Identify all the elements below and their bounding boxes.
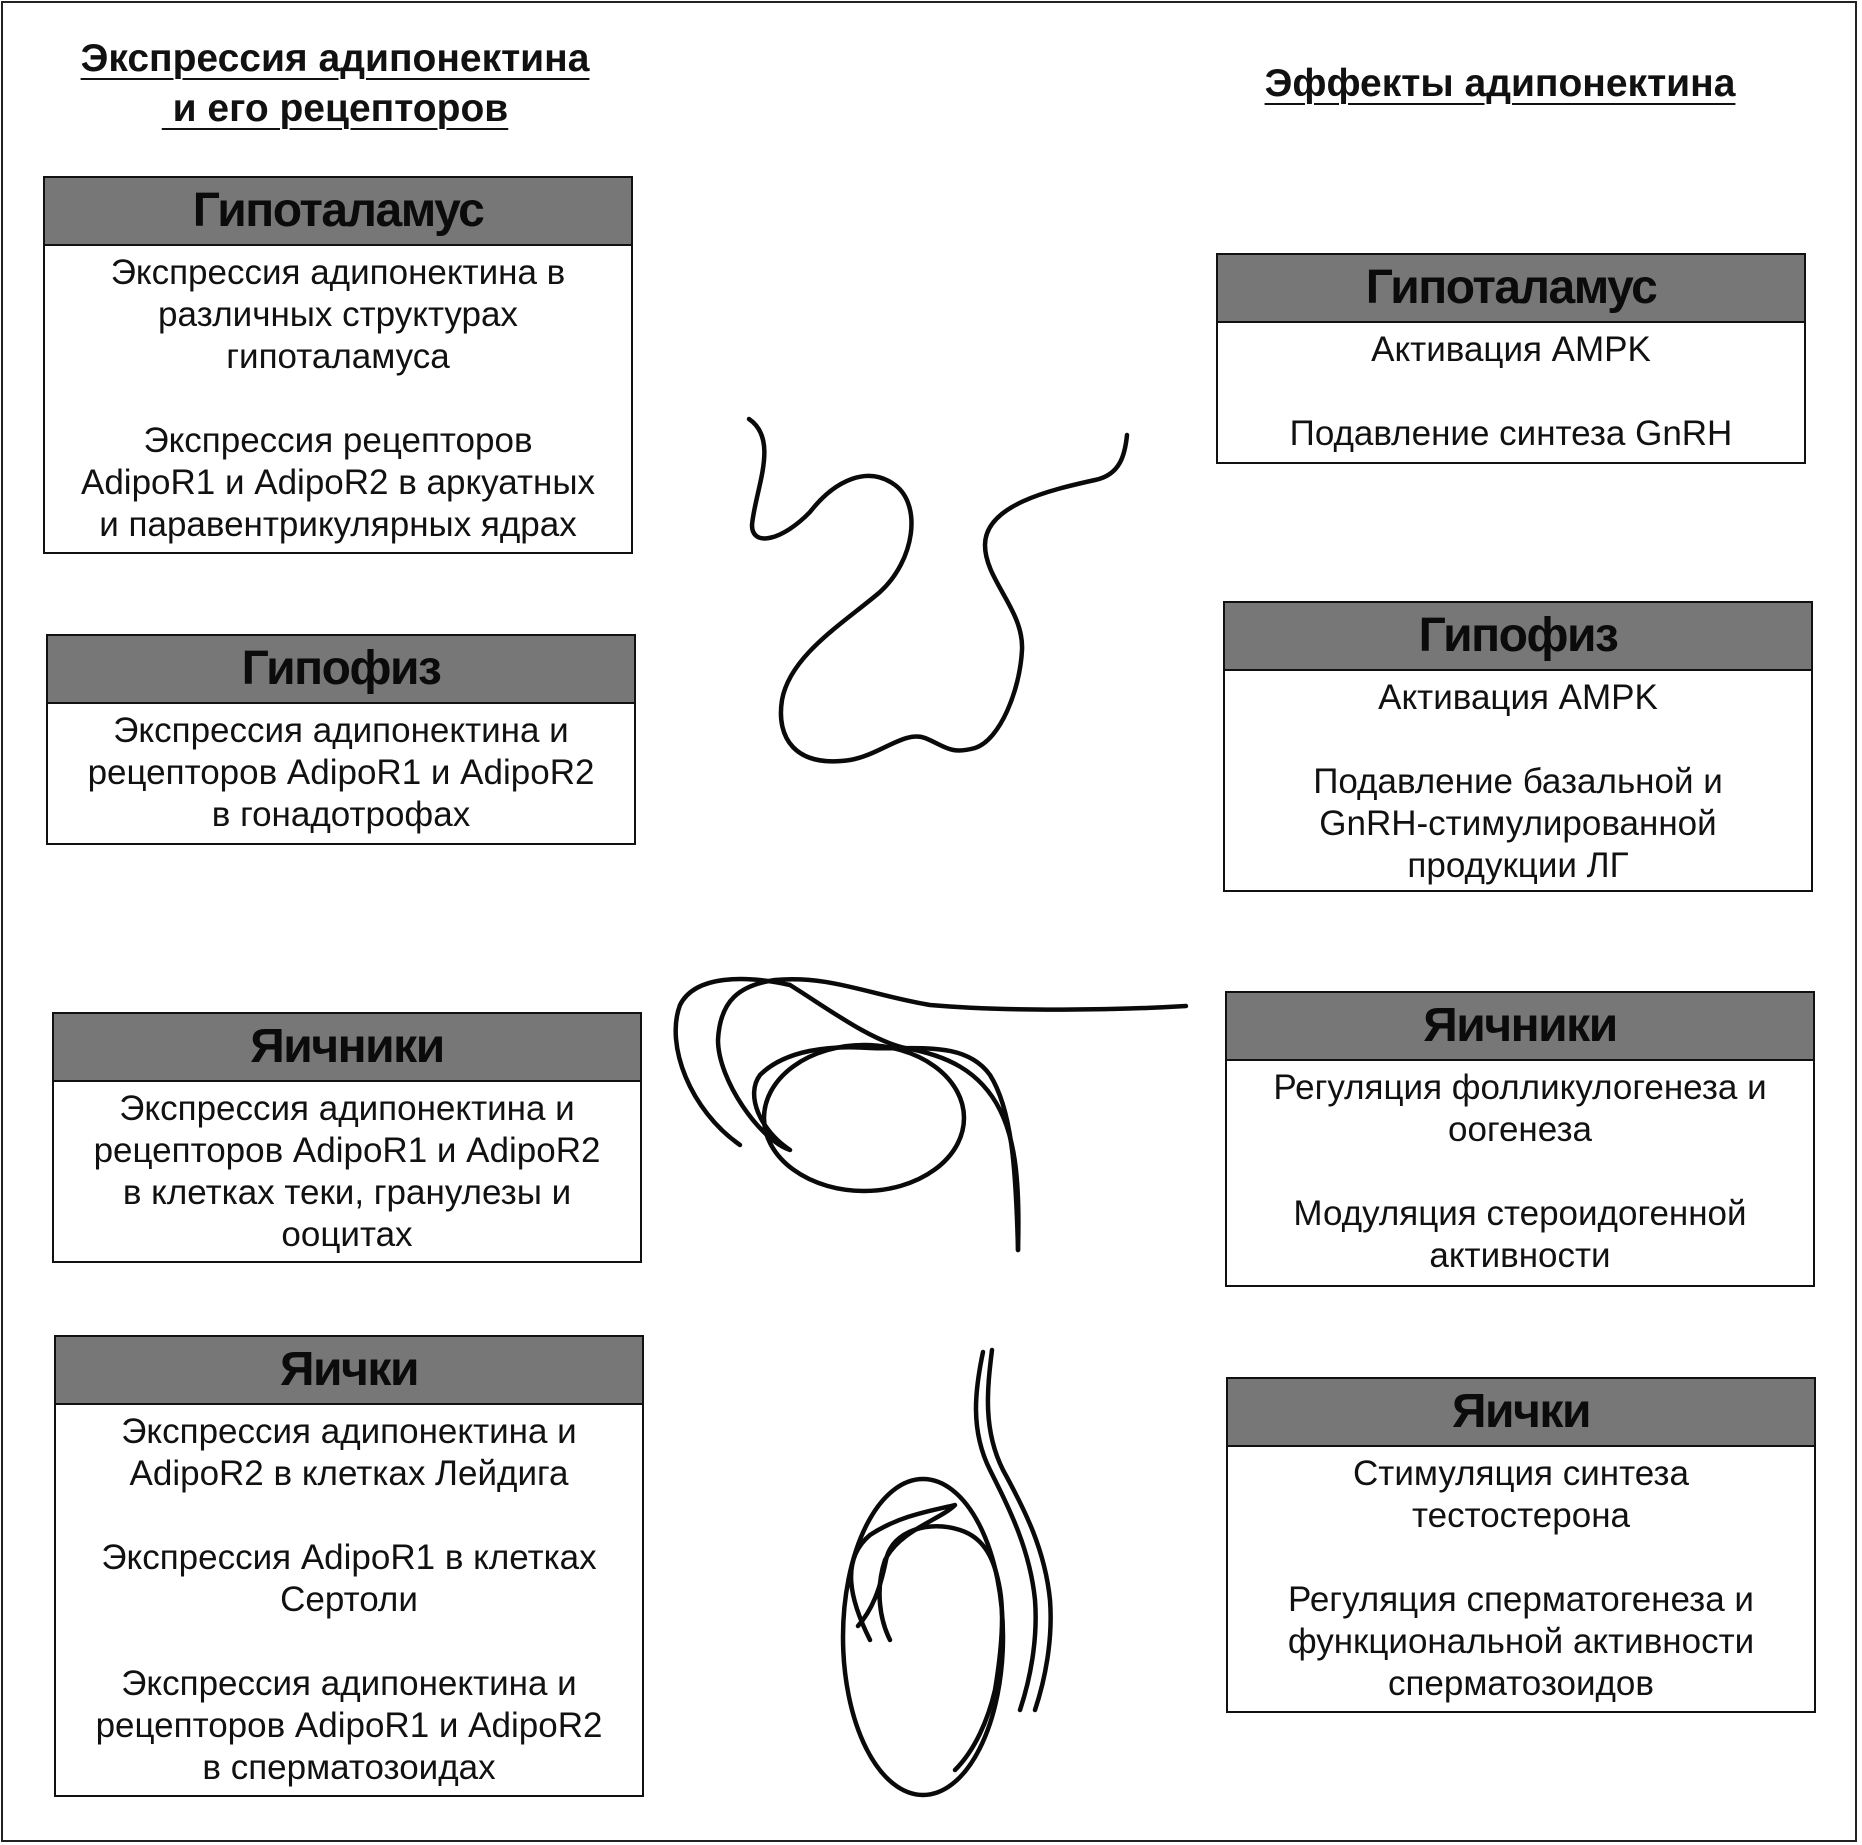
text-line: Регуляция сперматогенеза и (1288, 1580, 1754, 1619)
box-body: Регуляция фолликулогенеза и оогенеза Мод… (1227, 1061, 1813, 1277)
text-line: Экспрессия адипонектина и (121, 1412, 577, 1451)
paragraph: Регуляция сперматогенеза и функционально… (1238, 1579, 1804, 1705)
text-line: Модуляция стероидогенной (1293, 1194, 1747, 1233)
left-heading-line-2: и его рецепторов (161, 87, 509, 130)
text-line: Подавление синтеза GnRH (1289, 414, 1733, 453)
paragraph: Экспрессия адипонектина и AdipoR2 в клет… (66, 1411, 632, 1495)
spermatic-cord-drawing (973, 1349, 1038, 1713)
text-line: Экспрессия адипонектина и (113, 711, 569, 750)
box-body: Активация AMPK Подавление синтеза GnRH (1218, 323, 1804, 455)
text-line: Сертоли (280, 1580, 418, 1619)
box-left-ovaries: Яичники Экспрессия адипонектина и рецепт… (52, 1012, 642, 1263)
text-line: Экспрессия AdipoR1 в клетках (101, 1538, 597, 1577)
text-line: и паравентрикулярных ядрах (99, 505, 577, 544)
text-line: Активация AMPK (1371, 330, 1651, 369)
text-line: Экспрессия рецепторов (143, 421, 533, 460)
box-title: Гипоталамус (1218, 255, 1804, 323)
text-line: оогенеза (1448, 1110, 1592, 1149)
paragraph: Активация AMPK (1228, 329, 1794, 371)
paragraph: Экспрессия адипонектина и рецепторов Adi… (64, 1088, 630, 1256)
box-left-testes: Яички Экспрессия адипонектина и AdipoR2 … (54, 1335, 644, 1797)
paragraph: Экспрессия адипонектина и рецепторов Adi… (66, 1663, 632, 1789)
text-line: в клетках теки, гранулезы и (122, 1173, 572, 1212)
box-body: Активация AMPK Подавление базальной и Gn… (1225, 671, 1811, 887)
ovary-drawing (761, 1042, 967, 1194)
fallopian-tube-inner-drawing (673, 976, 1021, 1253)
box-title: Гипофиз (1225, 603, 1811, 671)
box-title: Гипоталамус (45, 178, 631, 246)
testis-curl-drawing (848, 1502, 958, 1643)
text-line: ооцитах (281, 1215, 413, 1254)
box-body: Экспрессия адипонектина и рецепторов Adi… (48, 704, 634, 836)
text-line: в сперматозоидах (202, 1748, 496, 1787)
text-line: Экспрессия адипонектина в (110, 253, 566, 292)
text-line: гипоталамуса (226, 337, 450, 376)
left-heading-line-1: Экспрессия адипонектина (80, 37, 590, 80)
text-line: тестостерона (1411, 1496, 1631, 1535)
paragraph: Активация AMPK (1235, 677, 1801, 719)
epididymis-drawing (855, 1524, 1005, 1773)
paragraph: Модуляция стероидогенной активности (1237, 1193, 1803, 1277)
paragraph: Регуляция фолликулогенеза и оогенеза (1237, 1067, 1803, 1151)
text-line: рецепторов AdipoR1 и AdipoR2 (87, 753, 595, 792)
box-body: Экспрессия адипонектина в различных стру… (45, 246, 631, 546)
text-line: сперматозоидов (1387, 1664, 1654, 1703)
paragraph: Стимуляция синтеза тестостерона (1238, 1453, 1804, 1537)
right-heading: Эффекты адипонектина (1264, 62, 1736, 105)
box-body: Экспрессия адипонектина и рецепторов Adi… (54, 1082, 640, 1256)
text-line: Стимуляция синтеза (1353, 1454, 1689, 1493)
text-line: AdipoR2 в клетках Лейдига (129, 1454, 569, 1493)
box-left-pituitary: Гипофиз Экспрессия адипонектина и рецепт… (46, 634, 636, 845)
paragraph: Экспрессия AdipoR1 в клетках Сертоли (66, 1537, 632, 1621)
text-line: продукции ЛГ (1407, 846, 1629, 885)
paragraph: Подавление синтеза GnRH (1228, 413, 1794, 455)
text-line: различных структурах (158, 295, 518, 334)
box-title: Яичники (1227, 993, 1813, 1061)
box-title: Яичники (54, 1014, 640, 1082)
box-left-hypothalamus: Гипоталамус Экспрессия адипонектина в ра… (43, 176, 633, 554)
box-right-pituitary: Гипофиз Активация AMPK Подавление базаль… (1223, 601, 1813, 892)
box-body: Стимуляция синтеза тестостерона Регуляци… (1228, 1447, 1814, 1705)
box-body: Экспрессия адипонектина и AdipoR2 в клет… (56, 1405, 642, 1789)
paragraph: Экспрессия рецепторов AdipoR1 и AdipoR2 … (55, 420, 621, 546)
paragraph: Экспрессия адипонектина и рецепторов Adi… (58, 710, 624, 836)
box-title: Яички (56, 1337, 642, 1405)
text-line: активности (1429, 1236, 1611, 1275)
hypothalamus-pituitary-drawing (746, 416, 1130, 764)
text-line: Подавление базальной и (1313, 762, 1723, 801)
text-line: рецепторов AdipoR1 и AdipoR2 (93, 1131, 601, 1170)
text-line: GnRH-стимулированной (1319, 804, 1717, 843)
text-line: Регуляция фолликулогенеза и (1273, 1068, 1767, 1107)
spermatic-cord-drawing-2 (985, 1347, 1053, 1713)
text-line: Экспрессия адипонектина и (121, 1664, 577, 1703)
box-right-testes: Яички Стимуляция синтеза тестостерона Ре… (1226, 1377, 1816, 1713)
paragraph: Экспрессия адипонектина в различных стру… (55, 252, 621, 378)
text-line: Экспрессия адипонектина и (119, 1089, 575, 1128)
paragraph: Подавление базальной и GnRH-стимулирован… (1235, 761, 1801, 887)
box-right-ovaries: Яичники Регуляция фолликулогенеза и ооге… (1225, 991, 1815, 1287)
text-line: функциональной активности (1287, 1622, 1755, 1661)
text-line: AdipoR1 и AdipoR2 в аркуатных (80, 463, 595, 502)
box-title: Яички (1228, 1379, 1814, 1447)
box-title: Гипофиз (48, 636, 634, 704)
left-heading: Экспрессия адипонектина и его рецепторов (40, 34, 630, 134)
text-line: Активация AMPK (1378, 678, 1658, 717)
text-line: рецепторов AdipoR1 и AdipoR2 (95, 1706, 603, 1745)
box-right-hypothalamus: Гипоталамус Активация AMPK Подавление си… (1216, 253, 1806, 464)
text-line: в гонадотрофах (211, 795, 471, 834)
fallopian-tube-drawing (715, 977, 1189, 1253)
